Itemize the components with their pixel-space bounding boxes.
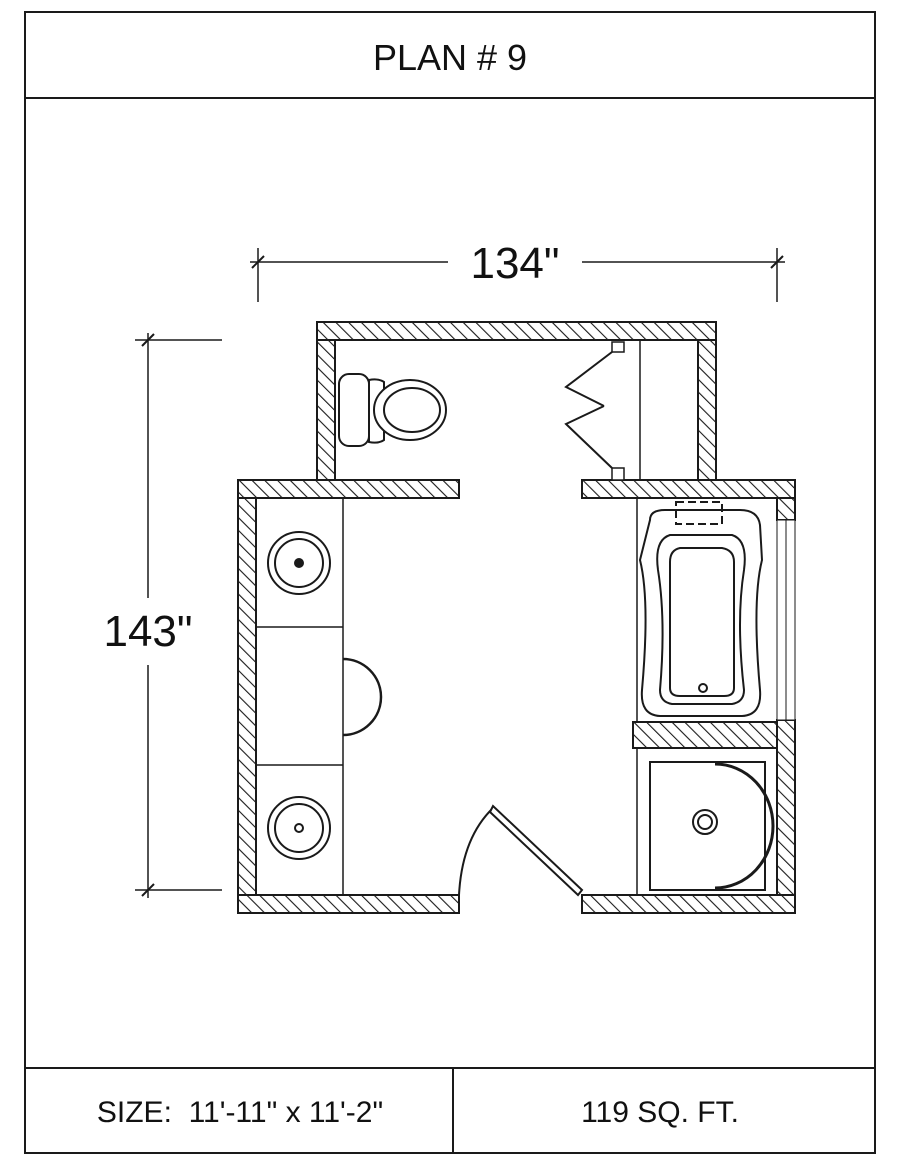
entry-door bbox=[458, 804, 584, 897]
window bbox=[776, 519, 796, 721]
vanity-stool bbox=[342, 657, 383, 737]
area-label: 119 SQ. FT. bbox=[581, 1096, 739, 1129]
sheet-border bbox=[24, 11, 876, 1154]
sink-upper bbox=[267, 531, 331, 595]
width-dimension bbox=[250, 248, 785, 302]
sink-lower bbox=[267, 796, 331, 860]
shower bbox=[636, 748, 775, 895]
height-dimension-label: 143" bbox=[103, 607, 192, 656]
vanity bbox=[255, 497, 344, 896]
walls bbox=[237, 321, 796, 914]
toilet bbox=[338, 373, 447, 447]
plan-title: PLAN # 9 bbox=[373, 37, 527, 78]
width-dimension-label: 134" bbox=[470, 239, 559, 288]
size-label: SIZE: 11'-11" x 11'-2" bbox=[97, 1096, 383, 1129]
closet bbox=[564, 340, 641, 481]
bathtub bbox=[636, 498, 764, 722]
height-dimension bbox=[135, 333, 222, 898]
